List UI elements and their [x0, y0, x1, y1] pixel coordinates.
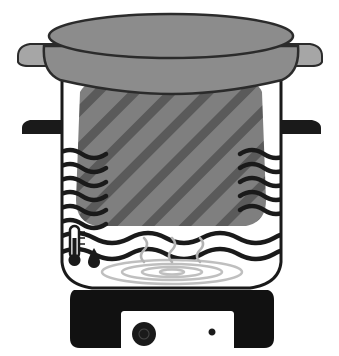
- power-light-icon: [209, 329, 216, 336]
- lid: [18, 14, 322, 94]
- lid-top: [49, 14, 293, 58]
- left-pot-handle: [22, 120, 62, 134]
- control-knob-icon[interactable]: [132, 322, 156, 346]
- canner-base: [70, 290, 274, 356]
- right-pot-handle: [281, 120, 321, 134]
